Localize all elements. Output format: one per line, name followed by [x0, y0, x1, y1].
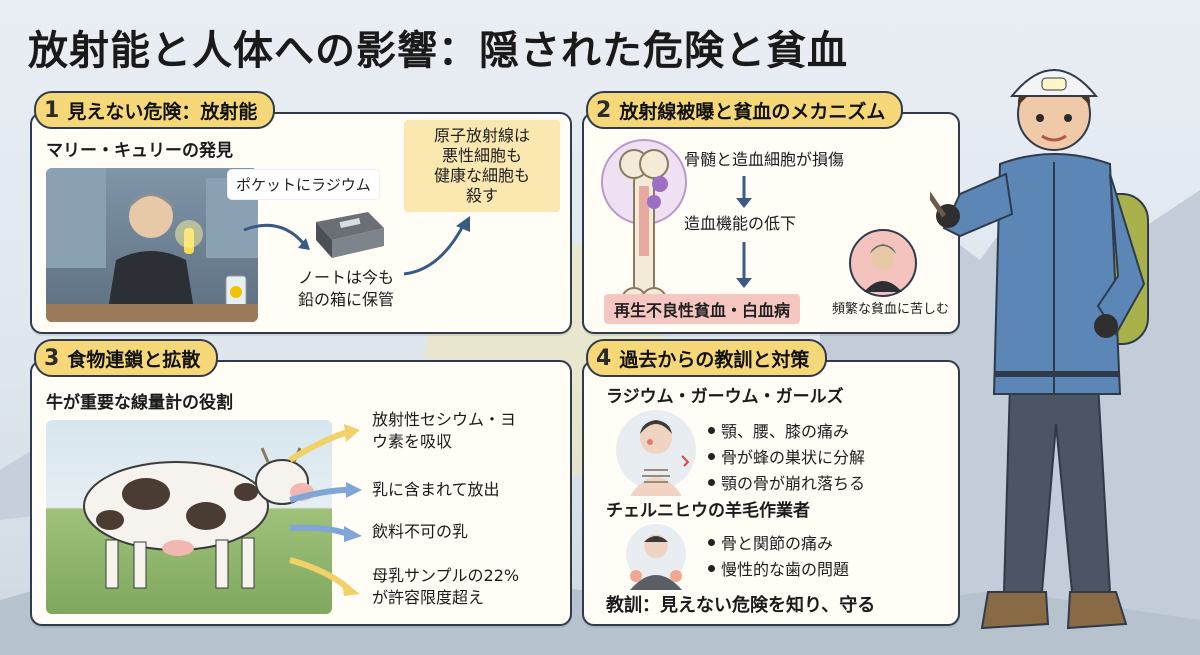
panel2-number: 2	[596, 97, 612, 123]
curie-lab-illustration	[46, 168, 258, 322]
panel1-heading-text: 見えない危険：放射能	[67, 100, 258, 123]
group1-item2-text: 骨が蜂の巣状に分解	[721, 448, 866, 467]
radiation-note-line3: 健康な細胞も	[433, 166, 530, 185]
group2-item2-text: 慢性的な歯の問題	[721, 560, 850, 579]
bullet-dot-icon	[708, 426, 715, 434]
bullet-dot-icon	[708, 564, 715, 572]
pocket-radium-label: ポケットにラジウム	[228, 170, 379, 199]
radiation-note-line1: 原子放射線は	[433, 126, 530, 145]
curie-portrait-icon	[849, 229, 917, 297]
food-chain-item2: 乳に含まれて放出	[372, 480, 500, 499]
food-chain-item3: 飲料不可の乳	[372, 522, 469, 541]
food-chain-item4-line1: 母乳サンプルの22%	[372, 566, 520, 585]
food-chain-item4-line2: が許容限度超え	[372, 588, 485, 607]
panel2-heading: 2 放射線被曝と貧血のメカニズム	[586, 91, 904, 129]
portrait-caption: 頻繁な貧血に苦しむ	[832, 302, 950, 317]
bullet-dot-icon	[708, 452, 715, 460]
note-label-line2: 鉛の箱に保管	[298, 290, 395, 309]
radiation-note-line4: 殺す	[465, 186, 498, 205]
page-title: 放射能と人体への影響：隠された危険と貧血	[28, 28, 848, 74]
diffusion-arrows-icon	[288, 424, 362, 596]
bullet-dot-icon	[708, 538, 715, 546]
group1-title: ラジウム・ガーウム・ガールズ	[606, 387, 844, 407]
panel1-subtitle: マリー・キュリーの発見	[46, 141, 233, 161]
radium-girl-figure-icon	[616, 410, 696, 496]
notebook-icon	[316, 212, 384, 258]
arrow-to-notebook-icon	[243, 223, 310, 250]
panel1-number: 1	[44, 97, 60, 123]
curie-figure-icon	[46, 168, 258, 322]
bone-marrow-icon	[601, 139, 687, 313]
group1-item1: 顎、腰、膝の痛み	[708, 418, 849, 442]
radiation-kills-cells-note: 原子放射線は 悪性細胞も 健康な細胞も 殺す	[404, 120, 560, 212]
panel3-heading: 3 食物連鎖と拡散	[34, 339, 219, 377]
note-label-line1: ノートは今も	[298, 268, 395, 287]
group2-item1: 骨と関節の痛み	[708, 530, 833, 554]
food-chain-item1-line1: 放射性セシウム・ヨ	[372, 410, 517, 429]
panel1-heading: 1 見えない危険：放射能	[34, 91, 276, 129]
lesson-text: 教訓：見えない危険を知り、守る	[606, 595, 876, 616]
panel3-heading-text: 食物連鎖と拡散	[67, 348, 201, 371]
mechanism-result: 再生不良性貧血・白血病	[604, 294, 801, 324]
radiation-note-line2: 悪性細胞も	[441, 146, 522, 165]
group2-title: チェルニヒウの羊毛作業者	[606, 501, 810, 521]
group2-item2: 慢性的な歯の問題	[708, 556, 849, 580]
arrow-down-icon	[736, 176, 752, 208]
wool-worker-figure-icon	[626, 524, 686, 590]
panel3-subtitle: 牛が重要な線量計の役割	[46, 393, 233, 413]
arrow-down-icon	[736, 242, 752, 288]
mechanism-step1: 骨髄と造血細胞が損傷	[684, 150, 845, 169]
group1-item2: 骨が蜂の巣状に分解	[708, 444, 865, 468]
panel2-heading-text: 放射線被曝と貧血のメカニズム	[619, 100, 886, 123]
panel4-heading-text: 過去からの教訓と対策	[619, 348, 810, 371]
group1-item3: 顎の骨が崩れ落ちる	[708, 470, 865, 494]
bullet-dot-icon	[708, 478, 715, 486]
panel4-number: 4	[596, 345, 612, 371]
mechanism-step2: 造血機能の低下	[684, 214, 797, 233]
group2-item1-text: 骨と関節の痛み	[721, 534, 834, 553]
group1-item3-text: 顎の骨が崩れ落ちる	[721, 474, 866, 493]
food-chain-item1-line2: ウ素を吸収	[372, 432, 453, 451]
panel3-number: 3	[44, 345, 60, 371]
arrow-up-right-icon	[403, 216, 470, 276]
panel4-heading: 4 過去からの教訓と対策	[586, 339, 828, 377]
mountaineer-guide-icon	[930, 69, 1149, 630]
group1-item1-text: 顎、腰、膝の痛み	[721, 422, 850, 441]
